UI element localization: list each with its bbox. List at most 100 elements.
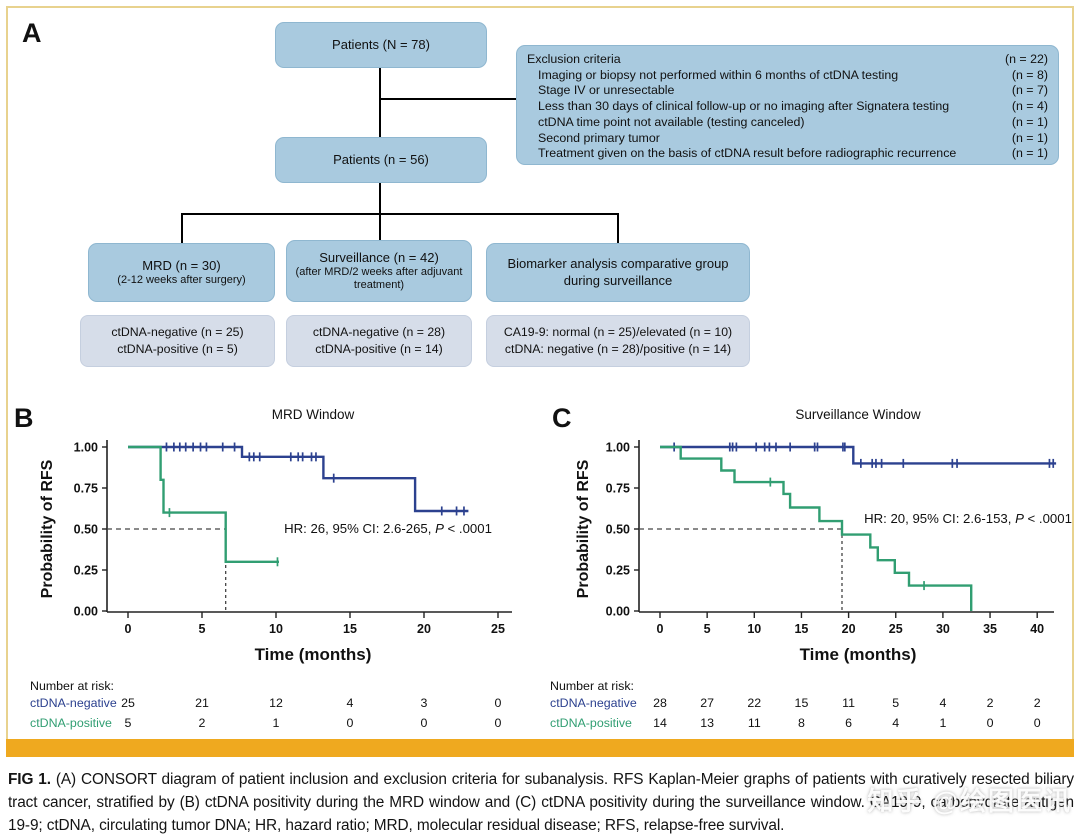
patients-56-box: Patients (n = 56) (275, 137, 487, 183)
connector-line (617, 213, 619, 243)
y-axis-label: Probability of RFS (575, 459, 592, 598)
risk-count: 12 (269, 696, 283, 710)
risk-count: 14 (653, 716, 667, 730)
hr-annotation: HR: 26, 95% CI: 2.6-265, P < .0001 (284, 521, 492, 536)
exclusion-item-n: (n = 7) (1011, 83, 1048, 98)
x-tick-label: 5 (199, 622, 206, 636)
risk-count: 5 (125, 716, 132, 730)
exclusion-item-text: Second primary tumor (538, 130, 660, 145)
risk-row-label: ctDNA-positive (30, 716, 112, 730)
exclusion-item-text: Imaging or biopsy not performed within 6… (538, 67, 899, 82)
risk-count: 8 (798, 716, 805, 730)
plot-title: MRD Window (272, 407, 355, 422)
patients-56-text: Patients (n = 56) (333, 151, 429, 167)
mrd-box-line2: (2-12 weeks after surgery) (117, 274, 246, 287)
x-tick-label: 30 (936, 622, 950, 636)
x-tick-label: 10 (269, 622, 283, 636)
km-curve-ctDNA-positive (128, 445, 279, 563)
hr-annotation: HR: 20, 95% CI: 2.6-153, P < .0001 (864, 511, 1072, 526)
x-tick-label: 20 (842, 622, 856, 636)
x-axis-label: Time (months) (255, 645, 372, 664)
risk-count: 4 (892, 716, 899, 730)
connector-line (379, 68, 381, 138)
risk-count: 13 (700, 716, 714, 730)
risk-count: 0 (1034, 716, 1041, 730)
panel-letter: B (14, 403, 34, 433)
y-tick-label: 0.25 (74, 564, 98, 578)
mrd-subgroup-box: ctDNA-negative (n = 25) ctDNA-positive (… (80, 315, 275, 367)
exclusion-item-n: (n = 8) (1011, 67, 1048, 82)
plot-title: Surveillance Window (795, 407, 921, 422)
risk-count: 2 (1034, 696, 1041, 710)
biomarker-box-line2: during surveillance (563, 272, 673, 288)
bottom-accent-bar (6, 739, 1074, 757)
surveillance-box-line1: Surveillance (n = 42) (319, 249, 439, 265)
biomarker-sub-line1: CA19-9: normal (n = 25)/elevated (n = 10… (503, 325, 733, 340)
risk-count: 0 (987, 716, 994, 730)
risk-count: 6 (845, 716, 852, 730)
risk-count: 21 (195, 696, 209, 710)
exclusion-item-n: (n = 1) (1011, 114, 1048, 129)
risk-count: 3 (421, 696, 428, 710)
connector-line (379, 213, 381, 241)
mrd-box-line1: MRD (n = 30) (142, 257, 221, 273)
exclusion-title-row: Exclusion criteria (n = 22) (527, 52, 1048, 68)
risk-count: 11 (748, 716, 761, 730)
x-tick-label: 25 (889, 622, 903, 636)
x-tick-label: 15 (794, 622, 808, 636)
risk-count: 11 (842, 696, 855, 710)
figure-caption-text: (A) CONSORT diagram of patient inclusion… (8, 771, 1074, 835)
exclusion-item-text: ctDNA time point not available (testing … (538, 114, 805, 129)
exclusion-item-text: Treatment given on the basis of ctDNA re… (538, 146, 957, 161)
panel-a-label: A (22, 18, 42, 48)
risk-count: 0 (495, 696, 502, 710)
risk-count: 28 (653, 696, 667, 710)
risk-count: 25 (121, 696, 135, 710)
exclusion-item-n: (n = 1) (1011, 146, 1048, 161)
mrd-sub-line2: ctDNA-positive (n = 5) (117, 342, 238, 356)
x-tick-label: 0 (657, 622, 664, 636)
exclusion-title: Exclusion criteria (527, 52, 621, 66)
risk-count: 0 (421, 716, 428, 730)
y-tick-label: 0.00 (74, 605, 98, 619)
x-tick-label: 40 (1030, 622, 1044, 636)
y-axis-label: Probability of RFS (39, 459, 56, 598)
risk-count: 2 (199, 716, 206, 730)
connector-line (181, 213, 619, 215)
biomarker-box-line1: Biomarker analysis comparative group (507, 256, 729, 272)
surveillance-box-line2: (after MRD/2 weeks after adjuvant treatm… (295, 265, 463, 292)
x-tick-label: 15 (343, 622, 357, 636)
patients-78-text: Patients (N = 78) (332, 36, 430, 52)
y-tick-label: 1.00 (606, 441, 630, 455)
y-tick-label: 0.75 (606, 482, 630, 496)
km-curve-ctDNA-negative (660, 445, 1057, 465)
exclusion-item: Stage IV or unresectable(n = 7) (527, 83, 1048, 99)
risk-table-header: Number at risk: (550, 679, 634, 693)
watermark: 知乎 @绘图医讯 (867, 786, 1072, 816)
exclusion-item: Second primary tumor (n = 1) (527, 131, 1048, 147)
exclusion-criteria-box: Exclusion criteria (n = 22) Imaging or b… (516, 45, 1059, 165)
risk-count: 1 (273, 716, 280, 730)
mrd-box: MRD (n = 30) (2-12 weeks after surgery) (88, 243, 275, 302)
exclusion-items: Imaging or biopsy not performed within 6… (527, 68, 1048, 162)
patients-78-box: Patients (N = 78) (275, 22, 487, 68)
surveillance-box: Surveillance (n = 42) (after MRD/2 weeks… (286, 240, 472, 302)
risk-count: 4 (347, 696, 354, 710)
y-tick-label: 0.00 (606, 605, 630, 619)
exclusion-item-n: (n = 1) (1011, 130, 1048, 145)
risk-row-label: ctDNA-negative (30, 696, 117, 710)
risk-count: 5 (892, 696, 899, 710)
exclusion-item: Less than 30 days of clinical follow-up … (527, 99, 1048, 115)
surveillance-sub-line2: ctDNA-positive (n = 14) (315, 342, 443, 356)
x-axis-label: Time (months) (800, 645, 917, 664)
x-tick-label: 35 (983, 622, 997, 636)
x-tick-label: 0 (125, 622, 132, 636)
exclusion-item: ctDNA time point not available (testing … (527, 115, 1048, 131)
surveillance-sub-line1: ctDNA-negative (n = 28) (312, 325, 446, 340)
y-tick-label: 0.25 (606, 564, 630, 578)
km-curve-ctDNA-negative (128, 445, 469, 513)
km-curve-ctDNA-positive (660, 445, 973, 611)
exclusion-title-n: (n = 22) (1004, 52, 1048, 66)
